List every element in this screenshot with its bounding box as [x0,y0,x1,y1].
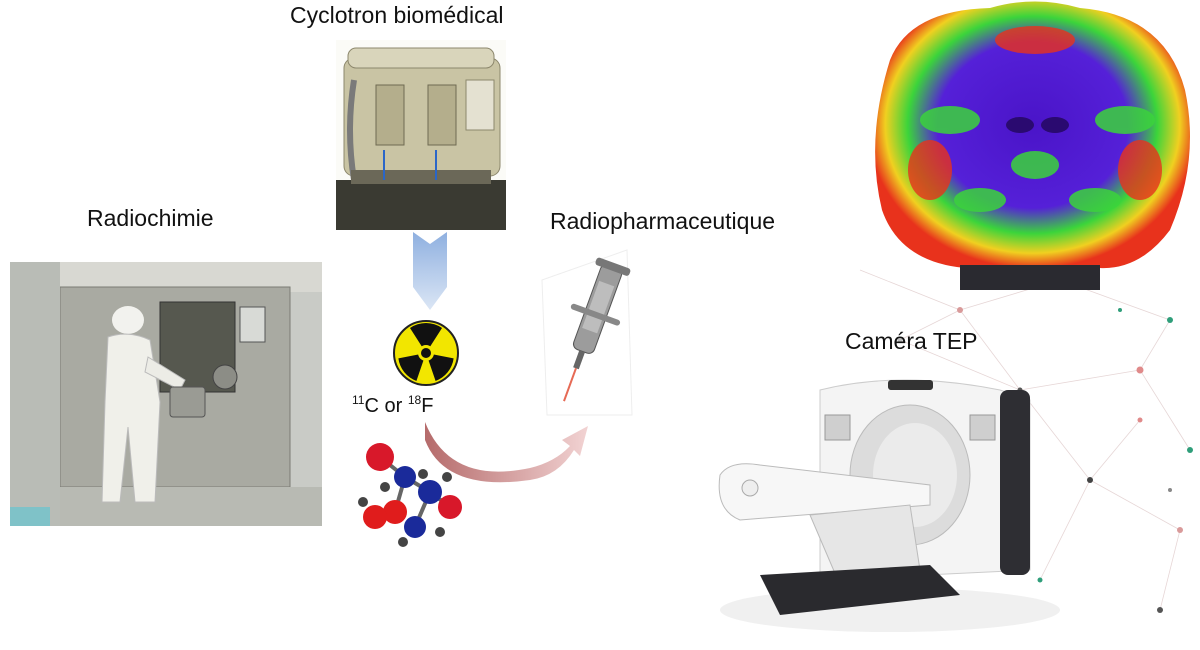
isotope-mass-2: 18 [407,393,422,407]
radiochimie-label: Radiochimie [87,205,214,231]
syringe-icon [541,249,633,416]
isotope-conjunction: or [384,395,403,417]
isotope-element-2: F [421,395,434,417]
arrow-down [413,232,447,310]
cyclotron-photo [336,40,506,230]
brain-pet-scan-image [875,1,1190,290]
radiochemistry-photo [10,262,322,526]
molecule-icon [358,443,462,547]
pet-scanner-photo [718,379,1060,632]
network-background [859,269,1193,613]
cyclotron-label: Cyclotron biomédical [290,2,504,28]
isotope-mass-1: 11 [352,393,365,407]
isotope-element-1: C [364,395,379,417]
radiation-icon [393,320,459,386]
isotope-label: 11C or 18F [352,393,433,418]
radiopharmaceutique-label: Radiopharmaceutique [550,208,776,234]
camera-label: Caméra TEP [845,328,978,354]
curved-arrow [425,422,588,483]
